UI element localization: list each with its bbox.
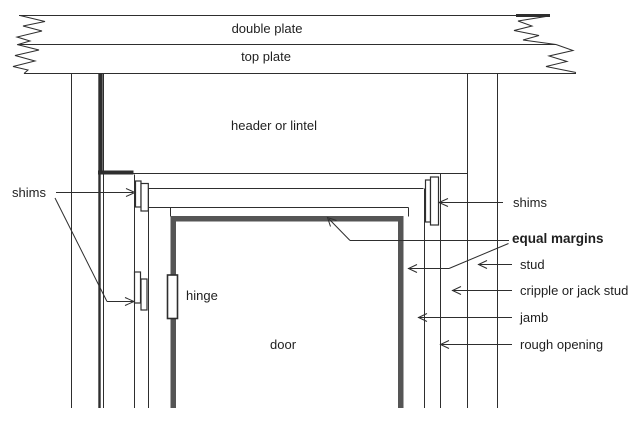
header-lintel — [98, 73, 468, 175]
shim-wedge — [424, 179, 432, 223]
leader-rough-opening — [439, 340, 512, 349]
hinge — [166, 274, 179, 320]
arrowhead-left — [437, 198, 449, 207]
top-plate — [12, 44, 577, 74]
leader-shims-left — [54, 188, 137, 306]
leader-line — [54, 197, 108, 302]
label-double-plate: double plate — [232, 21, 303, 36]
label-shims-left: shims — [12, 185, 46, 200]
shim-wedge — [429, 176, 440, 226]
break-mark-left-top-plate — [12, 44, 40, 74]
door-outline — [170, 216, 404, 408]
shim-wedge — [140, 278, 148, 311]
label-hinge: hinge — [186, 288, 218, 303]
label-door: door — [270, 337, 297, 352]
leader-line — [328, 218, 351, 241]
label-top-plate: top plate — [241, 49, 291, 64]
label-shims-right: shims — [513, 195, 547, 210]
label-equal-margins: equal margins — [512, 231, 604, 246]
leader-line — [448, 243, 509, 269]
leader-cripple-or-jack-stud — [451, 286, 512, 295]
leader-shims-right — [437, 198, 503, 207]
arrowhead-left — [417, 313, 428, 322]
label-rough-opening: rough opening — [520, 337, 603, 352]
leader-jamb — [417, 313, 512, 322]
shim-wedge — [140, 182, 149, 212]
arrowhead-left — [477, 260, 488, 269]
shims-lower-left — [133, 271, 148, 311]
arrowhead-left — [451, 286, 462, 295]
shim-wedge — [133, 271, 142, 304]
leader-stud — [477, 260, 512, 269]
door-top-edge — [170, 216, 404, 222]
label-header-or-lintel: header or lintel — [231, 118, 317, 133]
label-jamb: jamb — [519, 310, 548, 325]
label-stud: stud — [520, 257, 545, 272]
door-right-edge — [398, 216, 404, 408]
arrowhead-up-left — [326, 216, 337, 227]
label-cripple-or-jack-stud: cripple or jack stud — [520, 283, 628, 298]
jack-stud-left-top-cut — [98, 170, 134, 175]
arrowhead-right — [124, 297, 136, 306]
double-plate — [15, 14, 557, 45]
head-jamb — [148, 188, 424, 217]
hinge-plate — [166, 274, 179, 320]
arrowhead-right — [125, 188, 137, 197]
break-mark-right-double-plate — [513, 15, 557, 45]
shim-wedge — [134, 180, 142, 208]
break-mark-left-double-plate — [15, 15, 46, 45]
shims-upper-right — [424, 176, 440, 226]
arrowhead-left — [439, 340, 450, 349]
shims-upper-left — [134, 180, 149, 212]
arrowhead-left — [407, 264, 418, 273]
leader-equal-margins — [326, 216, 509, 273]
king-stud-left — [71, 73, 104, 408]
break-mark-right-top-plate — [545, 44, 577, 73]
